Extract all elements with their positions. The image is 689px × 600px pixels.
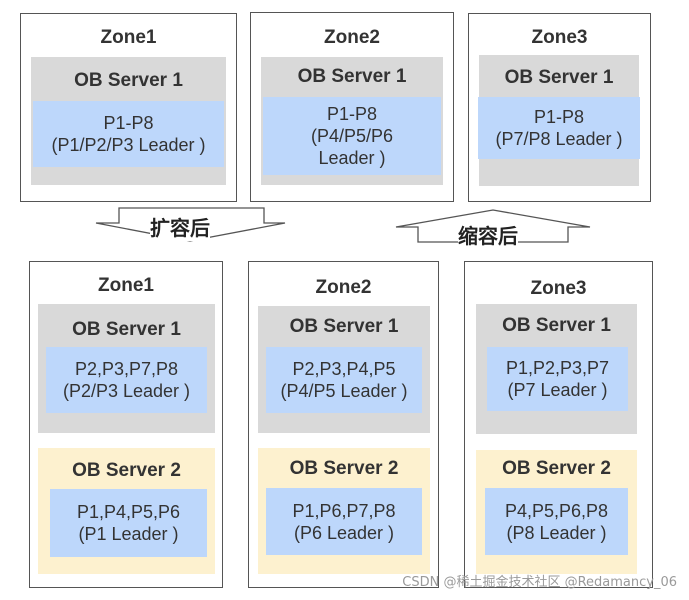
ob-server-box: OB Server 2 P1,P4,P5,P6 (P1 Leader ): [38, 448, 215, 574]
leader-list: (P1 Leader ): [78, 524, 179, 544]
leader-list: (P7 Leader ): [507, 380, 608, 400]
partition-list: P2,P3,P4,P5: [292, 359, 396, 379]
partition-list: P1-P8: [326, 104, 378, 124]
watermark: CSDN @稀土掘金技术社区 @Redamancy_06: [402, 575, 677, 590]
leader-list-line1: (P4/P5/P6: [310, 126, 394, 146]
partition-box: P2,P3,P4,P5 (P4/P5 Leader ): [266, 347, 422, 413]
ob-server-box: OB Server 2 P4,P5,P6,P8 (P8 Leader ): [476, 450, 637, 574]
zone-title: Zone3: [530, 278, 587, 299]
ob-server-box: OB Server 1 P2,P3,P4,P5 (P4/P5 Leader ): [258, 306, 430, 433]
partition-box: P1-P8 (P7/P8 Leader ): [478, 97, 640, 159]
server-title: OB Server 1: [72, 319, 181, 340]
zone-box: Zone2 OB Server 1 P2,P3,P4,P5 (P4/P5 Lea…: [248, 261, 439, 588]
expand-label: 扩容后: [150, 212, 210, 241]
partition-list: P1,P4,P5,P6: [76, 502, 181, 522]
ob-server-box: OB Server 1 P1-P8 (P1/P2/P3 Leader ): [31, 57, 226, 185]
zone-title: Zone1: [98, 275, 154, 296]
zone-title: Zone2: [324, 27, 380, 48]
partition-box: P1-P8 (P4/P5/P6 Leader ): [263, 97, 441, 175]
partition-box: P1,P2,P3,P7 (P7 Leader ): [487, 347, 628, 411]
server-title: OB Server 2: [289, 458, 399, 479]
partition-box: P1,P6,P7,P8 (P6 Leader ): [266, 488, 422, 555]
zone-box: Zone2 OB Server 1 P1-P8 (P4/P5/P6 Leader…: [250, 12, 454, 202]
leader-list-line2: Leader ): [318, 148, 386, 168]
ob-server-box: OB Server 2 P1,P6,P7,P8 (P6 Leader ): [258, 448, 430, 574]
partition-box: P2,P3,P7,P8 (P2/P3 Leader ): [46, 347, 207, 413]
leader-list: (P7/P8 Leader ): [495, 129, 623, 149]
server-title: OB Server 1: [504, 67, 614, 88]
partition-list: P1-P8: [533, 107, 585, 127]
server-title: OB Server 1: [289, 316, 399, 337]
server-title: OB Server 1: [297, 66, 407, 87]
server-title: OB Server 1: [74, 70, 183, 91]
leader-list: (P8 Leader ): [506, 522, 607, 543]
partition-list: P2,P3,P7,P8: [74, 359, 179, 379]
partition-list: P1-P8: [103, 113, 154, 133]
zone-title: Zone1: [100, 27, 157, 48]
ob-server-box: OB Server 1 P1-P8 (P7/P8 Leader ): [478, 55, 640, 186]
partition-list: P4,P5,P6,P8: [504, 500, 609, 521]
server-title: OB Server 2: [502, 458, 611, 479]
ob-server-box: OB Server 1 P2,P3,P7,P8 (P2/P3 Leader ): [38, 304, 215, 433]
partition-list: P1,P6,P7,P8: [292, 500, 396, 521]
zone-box: Zone1 OB Server 1 P1-P8 (P1/P2/P3 Leader…: [20, 13, 237, 202]
leader-list: (P6 Leader ): [293, 522, 395, 543]
partition-box: P1-P8 (P1/P2/P3 Leader ): [33, 101, 224, 167]
shrink-label: 缩容后: [458, 220, 518, 249]
zone-box: Zone3 OB Server 1 P1-P8 (P7/P8 Leader ): [468, 13, 651, 202]
ob-server-box: OB Server 1 P1-P8 (P4/P5/P6 Leader ): [261, 57, 443, 185]
zone-box: Zone3 OB Server 1 P1,P2,P3,P7 (P7 Leader…: [464, 261, 653, 588]
leader-list: (P2/P3 Leader ): [62, 381, 191, 401]
partition-box: P1,P4,P5,P6 (P1 Leader ): [50, 489, 207, 557]
zone-title: Zone2: [315, 277, 372, 298]
ob-server-box: OB Server 1 P1,P2,P3,P7 (P7 Leader ): [476, 304, 637, 434]
server-title: OB Server 1: [502, 315, 611, 336]
partition-list: P1,P2,P3,P7: [505, 358, 610, 378]
server-title: OB Server 2: [72, 460, 181, 481]
leader-list: (P1/P2/P3 Leader ): [51, 135, 206, 155]
zone-title: Zone3: [531, 27, 588, 48]
partition-box: P4,P5,P6,P8 (P8 Leader ): [485, 488, 628, 555]
leader-list: (P4/P5 Leader ): [280, 381, 408, 401]
zone-box: Zone1 OB Server 1 P2,P3,P7,P8 (P2/P3 Lea…: [29, 261, 223, 588]
